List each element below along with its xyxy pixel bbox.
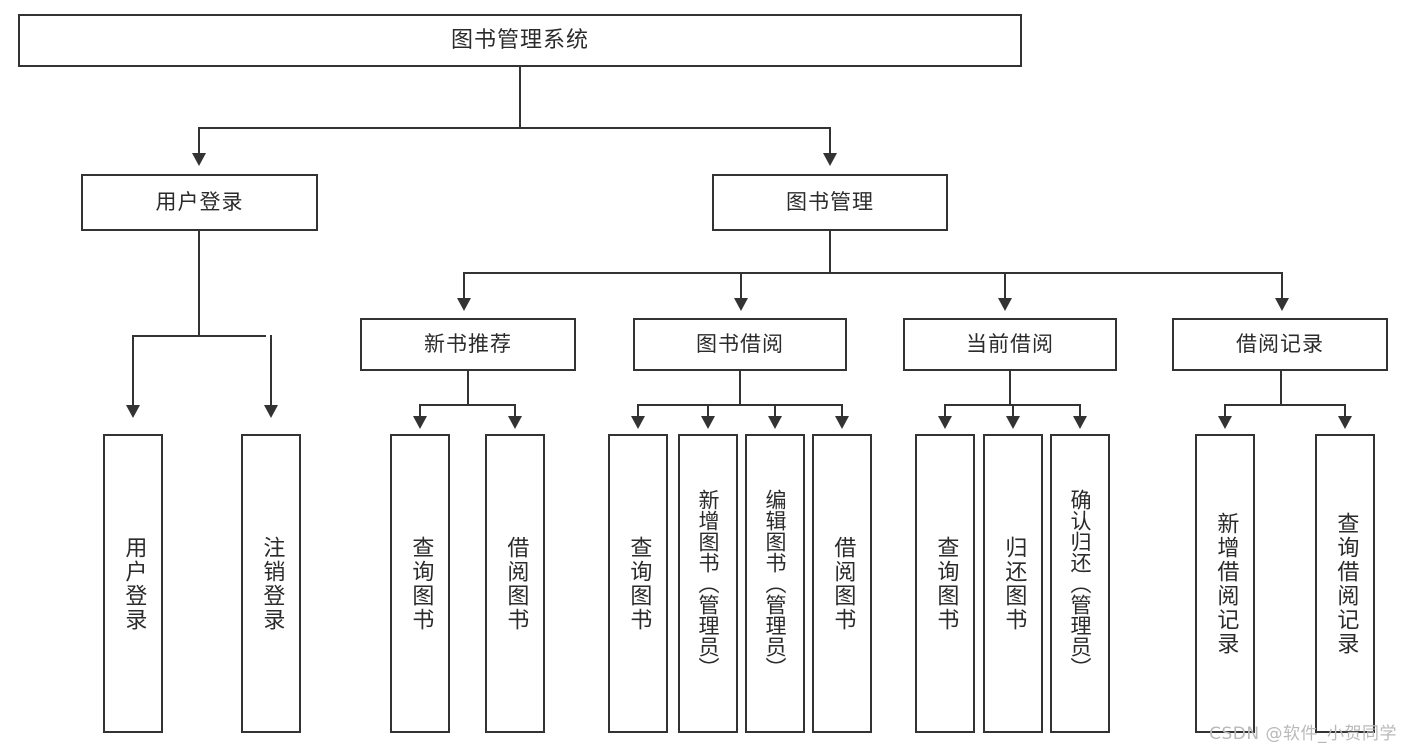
node-leaf-query-book-2[interactable]: 查询图书 bbox=[608, 434, 668, 733]
arrowhead-leaf-user-login bbox=[126, 405, 140, 418]
node-label: 归还图书 bbox=[1001, 535, 1027, 632]
node-leaf-edit-book[interactable]: 编辑图书（管理员） bbox=[745, 434, 805, 733]
node-label: 注销登录 bbox=[259, 535, 285, 632]
connector-borrow-record-bar bbox=[1224, 404, 1345, 406]
connector-user-login-to-leaf2 bbox=[270, 335, 272, 407]
connector-borrow-record-stem bbox=[1280, 371, 1282, 405]
connector-user-login-to-leaf1 bbox=[132, 335, 134, 407]
arrowhead-current-borrow bbox=[998, 298, 1012, 311]
connector-new-book-stem bbox=[467, 371, 469, 405]
connector-current-borrow-stem bbox=[1009, 371, 1011, 405]
arrowhead-user-login bbox=[192, 153, 206, 166]
connector-root-bar bbox=[198, 127, 831, 129]
connector-current-borrow-to-leaf2 bbox=[1012, 404, 1014, 418]
node-leaf-add-book[interactable]: 新增图书（管理员） bbox=[678, 434, 738, 733]
connector-book-borrow-to-leaf3 bbox=[774, 404, 776, 418]
connector-book-borrow-stem bbox=[739, 371, 741, 405]
node-label: 查询图书 bbox=[933, 535, 959, 632]
connector-current-borrow-to-leaf1 bbox=[944, 404, 946, 418]
arrowhead-leaf-confirm-return bbox=[1073, 416, 1087, 429]
connector-borrow-record-to-leaf1 bbox=[1224, 404, 1226, 418]
arrowhead-leaf-query-record bbox=[1338, 416, 1352, 429]
arrowhead-leaf-query-book-2 bbox=[631, 416, 645, 429]
node-label: 借阅图书 bbox=[830, 535, 856, 632]
node-leaf-query-book-1[interactable]: 查询图书 bbox=[390, 434, 450, 733]
connector-root-to-user-login bbox=[198, 127, 200, 155]
node-label: 新增图书（管理员） bbox=[696, 489, 721, 678]
node-label: 确认归还（管理员） bbox=[1068, 489, 1093, 678]
node-root-system[interactable]: 图书管理系统 bbox=[18, 14, 1022, 67]
connector-new-book-bar bbox=[419, 404, 516, 406]
node-label: 新增借阅记录 bbox=[1213, 511, 1239, 656]
node-leaf-return-book[interactable]: 归还图书 bbox=[983, 434, 1043, 733]
node-leaf-user-logout[interactable]: 注销登录 bbox=[241, 434, 301, 733]
connector-borrow-record-to-leaf2 bbox=[1344, 404, 1346, 418]
arrowhead-leaf-return-book bbox=[1006, 416, 1020, 429]
arrowhead-leaf-borrow-book-1 bbox=[508, 416, 522, 429]
node-label: 查询借阅记录 bbox=[1333, 511, 1359, 656]
node-label: 借阅记录 bbox=[1236, 332, 1324, 357]
connector-root-stem bbox=[519, 67, 521, 127]
connector-book-borrow-to-leaf2 bbox=[707, 404, 709, 418]
node-label: 图书借阅 bbox=[696, 332, 784, 357]
arrowhead-leaf-query-book-3 bbox=[938, 416, 952, 429]
node-leaf-confirm-return[interactable]: 确认归还（管理员） bbox=[1050, 434, 1110, 733]
node-label: 图书管理系统 bbox=[450, 27, 589, 53]
node-leaf-query-record[interactable]: 查询借阅记录 bbox=[1315, 434, 1375, 733]
node-borrow-record[interactable]: 借阅记录 bbox=[1172, 318, 1388, 371]
connector-new-book-to-leaf1 bbox=[419, 404, 421, 418]
node-leaf-add-record[interactable]: 新增借阅记录 bbox=[1195, 434, 1255, 733]
connector-user-login-stem bbox=[198, 231, 200, 336]
node-book-manage[interactable]: 图书管理 bbox=[712, 174, 948, 231]
connector-user-login-bar bbox=[132, 335, 266, 337]
node-label: 图书管理 bbox=[786, 190, 874, 215]
arrowhead-leaf-add-record bbox=[1218, 416, 1232, 429]
connector-book-borrow-to-leaf1 bbox=[637, 404, 639, 418]
arrowhead-leaf-query-book-1 bbox=[413, 416, 427, 429]
node-label: 用户登录 bbox=[155, 190, 244, 215]
connector-book-manage-bar bbox=[463, 272, 1281, 274]
connector-book-manage-stem bbox=[829, 231, 831, 273]
node-label: 查询图书 bbox=[408, 535, 434, 632]
node-leaf-user-login[interactable]: 用户登录 bbox=[103, 434, 163, 733]
arrowhead-book-manage bbox=[823, 153, 837, 166]
node-leaf-query-book-3[interactable]: 查询图书 bbox=[915, 434, 975, 733]
node-new-book-recommend[interactable]: 新书推荐 bbox=[360, 318, 576, 371]
arrowhead-leaf-user-logout bbox=[264, 405, 278, 418]
arrowhead-leaf-edit-book bbox=[768, 416, 782, 429]
connector-current-borrow-to-leaf3 bbox=[1079, 404, 1081, 418]
node-label: 查询图书 bbox=[626, 535, 652, 632]
arrowhead-book-borrow bbox=[734, 298, 748, 311]
connector-book-manage-to-book-borrow bbox=[740, 272, 742, 300]
connector-book-borrow-bar bbox=[637, 404, 843, 406]
arrowhead-borrow-record bbox=[1275, 298, 1289, 311]
node-leaf-borrow-book-2[interactable]: 借阅图书 bbox=[812, 434, 872, 733]
node-label: 借阅图书 bbox=[503, 535, 529, 632]
connector-book-borrow-to-leaf4 bbox=[841, 404, 843, 418]
connector-book-manage-to-current-borrow bbox=[1004, 272, 1006, 300]
arrowhead-leaf-borrow-book-2 bbox=[835, 416, 849, 429]
connector-current-borrow-bar bbox=[944, 404, 1079, 406]
arrowhead-leaf-add-book bbox=[701, 416, 715, 429]
node-book-borrow[interactable]: 图书借阅 bbox=[633, 318, 847, 371]
node-current-borrow[interactable]: 当前借阅 bbox=[903, 318, 1117, 371]
node-label: 用户登录 bbox=[121, 535, 147, 632]
node-label: 当前借阅 bbox=[966, 332, 1054, 357]
arrowhead-new-book-recommend bbox=[457, 298, 471, 311]
connector-book-manage-to-borrow-record bbox=[1281, 272, 1283, 300]
node-label: 编辑图书（管理员） bbox=[763, 489, 788, 678]
node-label: 新书推荐 bbox=[424, 332, 512, 357]
connector-book-manage-to-new-book bbox=[463, 272, 465, 300]
node-user-login[interactable]: 用户登录 bbox=[81, 174, 318, 231]
connector-new-book-to-leaf2 bbox=[514, 404, 516, 418]
connector-root-to-book-manage bbox=[829, 127, 831, 155]
node-leaf-borrow-book-1[interactable]: 借阅图书 bbox=[485, 434, 545, 733]
